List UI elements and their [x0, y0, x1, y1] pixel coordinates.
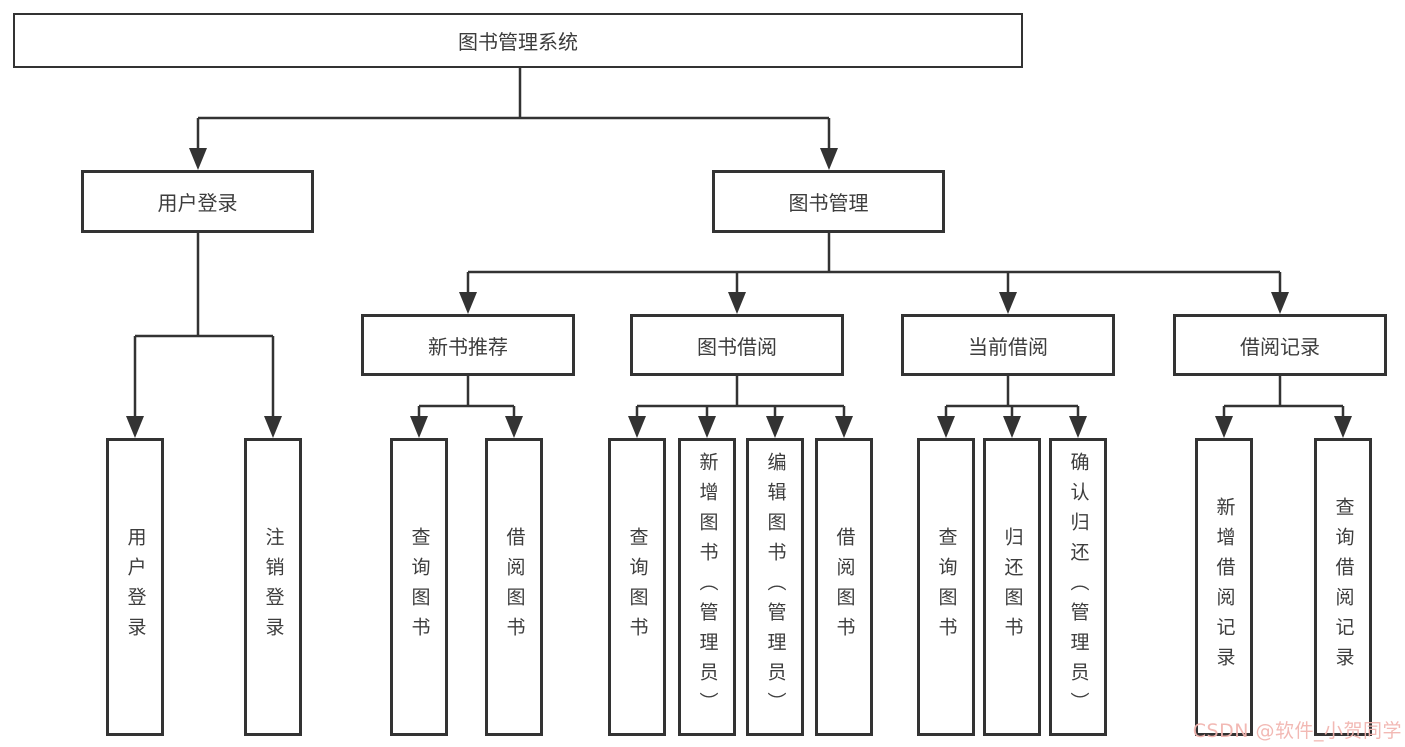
node-current-borrow: 当前借阅: [901, 314, 1115, 376]
leaf-node-add-borrow-record: 新增借阅记录: [1195, 438, 1253, 736]
leaf-label: 查询图书: [626, 527, 649, 647]
root-node-library-system: 图书管理系统: [13, 13, 1023, 68]
leaf-node-add-book-admin: 新增图书（管理员）: [678, 438, 736, 736]
connector-root-split: [196, 68, 831, 166]
leaf-label: 查询借阅记录: [1332, 497, 1355, 677]
node-book-management-label: 图书管理: [788, 191, 869, 215]
node-borrow-record-label: 借阅记录: [1240, 334, 1320, 359]
leaf-label: 新增图书（管理员）: [696, 452, 719, 722]
node-borrow-record: 借阅记录: [1173, 314, 1387, 376]
connector-user-login-subtree: [133, 233, 275, 434]
leaf-node-query-book-1: 查询图书: [390, 438, 448, 736]
node-current-borrow-label: 当前借阅: [968, 334, 1048, 359]
node-book-management: 图书管理: [712, 170, 945, 233]
connector-book-management-split: [466, 233, 1282, 310]
leaf-label: 确认归还（管理员）: [1067, 452, 1090, 722]
node-new-book-recommend-label: 新书推荐: [428, 334, 508, 359]
leaf-node-edit-book-admin: 编辑图书（管理员）: [746, 438, 804, 736]
leaf-node-borrow-book-1: 借阅图书: [485, 438, 543, 736]
leaf-label: 查询图书: [408, 527, 431, 647]
connector-book-borrow-subtree: [635, 376, 846, 434]
root-node-label: 图书管理系统: [458, 30, 578, 54]
leaf-node-query-book-2: 查询图书: [608, 438, 666, 736]
watermark: CSDN @软件_小贺同学: [1192, 720, 1402, 742]
node-user-login-label: 用户登录: [157, 191, 238, 215]
node-user-login: 用户登录: [81, 170, 314, 233]
leaf-node-return-book: 归还图书: [983, 438, 1041, 736]
node-new-book-recommend: 新书推荐: [361, 314, 575, 376]
node-book-borrow-label: 图书借阅: [697, 334, 777, 359]
leaf-node-borrow-book-2: 借阅图书: [815, 438, 873, 736]
connector-new-book-subtree: [417, 376, 516, 434]
leaf-label: 借阅图书: [503, 527, 526, 647]
connector-borrow-record-subtree: [1222, 376, 1345, 434]
leaf-node-logout: 注销登录: [244, 438, 302, 736]
arrowheads: [126, 148, 1352, 438]
leaf-label: 查询图书: [935, 527, 958, 647]
leaf-node-confirm-return-admin: 确认归还（管理员）: [1049, 438, 1107, 736]
leaf-label: 新增借阅记录: [1213, 497, 1236, 677]
leaf-node-user-login: 用户登录: [106, 438, 164, 736]
leaf-node-query-book-3: 查询图书: [917, 438, 975, 736]
leaf-label: 编辑图书（管理员）: [764, 452, 787, 722]
leaf-label: 归还图书: [1001, 527, 1024, 647]
leaf-label: 借阅图书: [833, 527, 856, 647]
leaf-label: 注销登录: [262, 527, 285, 647]
leaf-node-query-borrow-record: 查询借阅记录: [1314, 438, 1372, 736]
leaf-label: 用户登录: [124, 527, 147, 647]
node-book-borrow: 图书借阅: [630, 314, 844, 376]
